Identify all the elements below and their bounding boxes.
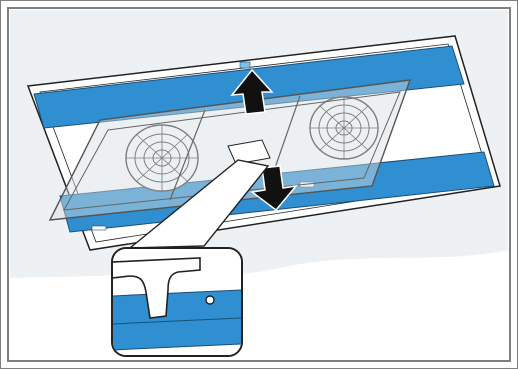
zoom-detail-callout	[112, 248, 242, 358]
